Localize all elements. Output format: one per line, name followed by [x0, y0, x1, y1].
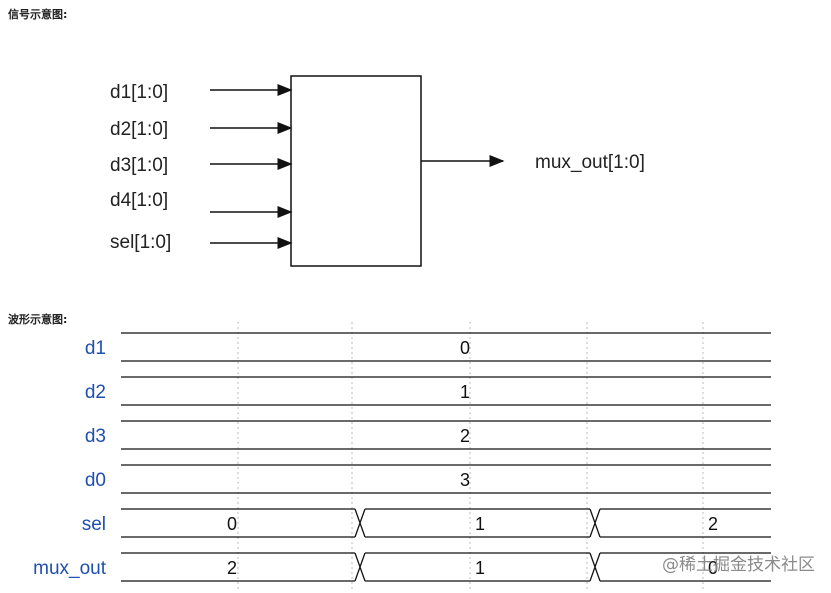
bus-value: 2 — [708, 514, 718, 534]
bus-value: 0 — [227, 514, 237, 534]
bus-value: 2 — [460, 426, 470, 446]
bus-value: 0 — [708, 558, 718, 578]
output-port-label: mux_out[1:0] — [535, 152, 645, 173]
mux-block-diagram: d1[1:0] d2[1:0] d3[1:0] d4[1:0] sel[1:0] mux… — [110, 75, 645, 267]
signal-name-d3: d3 — [85, 426, 106, 447]
input-port-label: sel[1:0] — [110, 232, 171, 253]
bus-waveform-mux_out — [121, 552, 771, 582]
signal-name-sel: sel — [82, 514, 106, 535]
input-port-label: d1[1:0] — [110, 82, 168, 103]
bus-waveform-sel — [121, 508, 771, 538]
waveform-diagram-title: 波形示意图: — [8, 313, 68, 326]
input-port-label: d2[1:0] — [110, 119, 168, 140]
bus-value: 1 — [475, 514, 485, 534]
signal-name-mux_out: mux_out — [33, 558, 107, 579]
waveform-diagram: d1 0 d2 1 d3 2 d0 3 sel 0 1 2 mux_out 2 1 0 — [33, 322, 771, 590]
bus-value: 1 — [460, 382, 470, 402]
input-port-label: d3[1:0] — [110, 155, 168, 176]
bus-value: 1 — [475, 558, 485, 578]
bus-value: 3 — [460, 470, 470, 490]
signal-diagram-title: 信号示意图: — [8, 8, 68, 21]
signal-name-d1: d1 — [85, 338, 106, 359]
bus-value: 2 — [227, 558, 237, 578]
signal-name-d0: d0 — [85, 470, 106, 491]
watermark-text: @稀土掘金技术社区 — [662, 555, 815, 575]
signal-name-d2: d2 — [85, 382, 106, 403]
input-port-label: d4[1:0] — [110, 190, 168, 211]
bus-value: 0 — [460, 338, 470, 358]
mux-block — [290, 75, 422, 267]
